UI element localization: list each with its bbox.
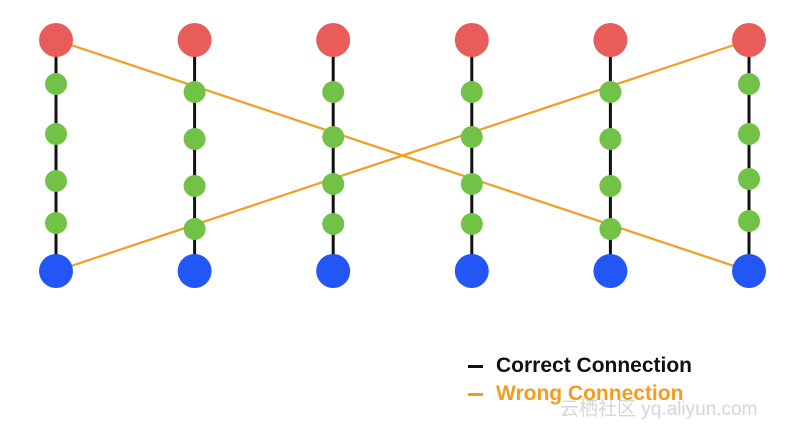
middle-node-6-1 (738, 73, 760, 95)
middle-node-3-1 (322, 81, 345, 103)
top-node-2 (177, 23, 212, 57)
middle-node-5-4 (599, 218, 622, 240)
middle-node-3-4 (322, 213, 345, 235)
legend-label-correct: Correct Connection (496, 354, 693, 377)
middle-node-5-2 (599, 128, 622, 150)
middle-node-1-2 (45, 123, 67, 145)
middle-node-6-3 (738, 168, 760, 190)
middle-node-5-1 (599, 81, 622, 103)
middle-node-6-4 (738, 210, 760, 232)
top-node-3 (316, 23, 351, 57)
bottom-node-2 (177, 254, 212, 288)
top-node-4 (454, 23, 489, 57)
middle-node-4-3 (460, 173, 483, 195)
middle-node-1-3 (45, 170, 67, 192)
top-node-5 (593, 23, 628, 57)
top-node-6 (732, 23, 766, 57)
middle-node-3-2 (322, 126, 345, 148)
watermark: 云栖社区 yq.aliyun.com (560, 399, 758, 420)
middle-node-2-3 (183, 175, 206, 197)
legend-item-wrong: Wrong Connection (468, 380, 692, 408)
bottom-node-1 (39, 254, 73, 288)
middle-node-4-4 (460, 213, 483, 235)
bottom-node-6 (732, 254, 766, 288)
middle-node-4-2 (460, 126, 483, 148)
middle-node-4-1 (460, 81, 483, 103)
legend-label-wrong: Wrong Connection (496, 382, 684, 405)
legend-item-correct: Correct Connection (468, 352, 692, 380)
middle-node-3-3 (322, 173, 345, 195)
middle-node-2-1 (183, 81, 206, 103)
middle-node-1-1 (45, 73, 67, 95)
legend-swatch-wrong (468, 392, 483, 396)
bottom-node-4 (454, 254, 489, 288)
bottom-node-5 (593, 254, 628, 288)
middle-node-6-2 (738, 123, 760, 145)
wrong-connection-line-2 (55, 38, 750, 273)
middle-node-2-2 (183, 128, 206, 150)
middle-node-5-3 (599, 175, 622, 197)
legend: Correct Connection Wrong Connection (468, 352, 692, 408)
middle-node-2-4 (183, 218, 206, 240)
legend-swatch-correct (468, 364, 483, 368)
middle-node-1-4 (45, 212, 67, 234)
bottom-node-3 (316, 254, 351, 288)
top-node-1 (39, 23, 73, 57)
